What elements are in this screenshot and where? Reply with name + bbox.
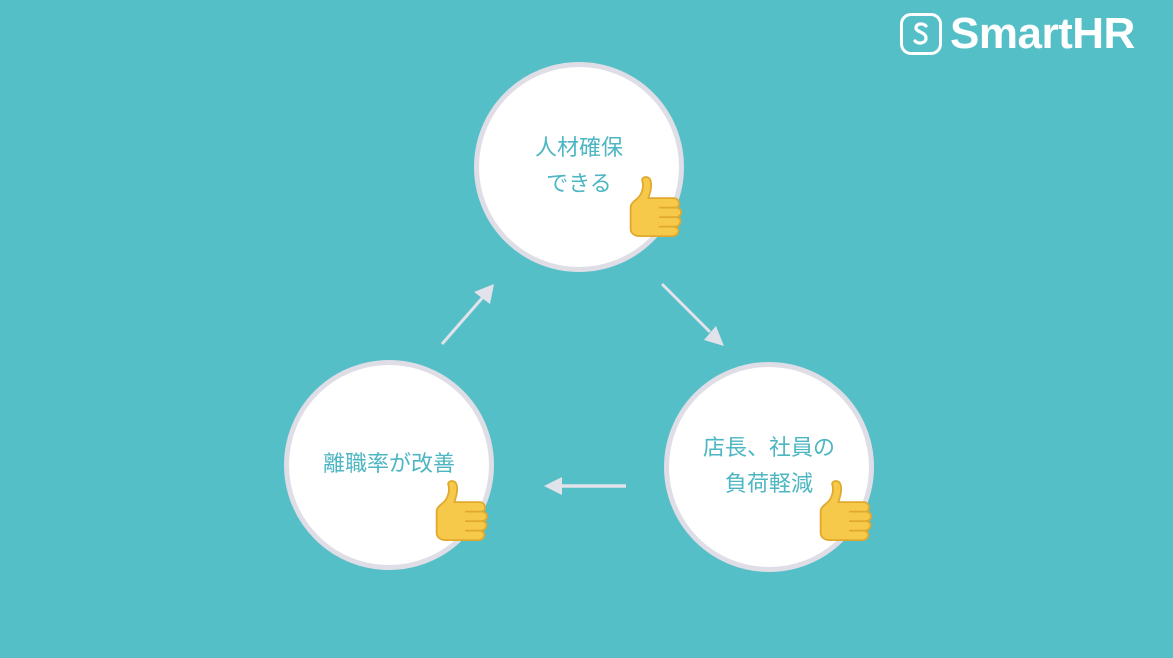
node-label: 離職率が改善 (322, 452, 455, 477)
arrow-up-right-icon (440, 284, 494, 345)
arrow-left-icon (544, 477, 626, 495)
brand-name: SmartHR (950, 9, 1135, 58)
node-label: 人材確保 できる (534, 136, 623, 197)
node-label: 店長、社員の 負荷軽減 (702, 436, 835, 497)
smarthr-logo-icon (900, 13, 942, 55)
thumbs-up-icon (435, 480, 488, 542)
smarthr-logo: SmartHR (900, 12, 1135, 56)
arrow-down-right-icon (660, 282, 724, 346)
thumbs-up-icon (629, 176, 682, 238)
thumbs-up-icon (819, 480, 872, 542)
cycle-node-talent-acquisition: 人材確保 できる (474, 62, 684, 272)
